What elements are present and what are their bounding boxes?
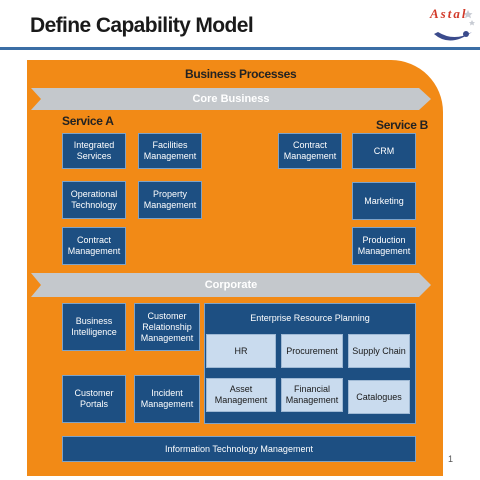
operational-technology-box: Operational Technology (62, 181, 126, 219)
catalogues-module: Catalogues (348, 380, 410, 414)
erp-title: Enterprise Resource Planning (250, 313, 370, 323)
title-divider (0, 47, 480, 50)
service-a-heading: Service A (62, 114, 114, 128)
business-processes-heading: Business Processes (185, 67, 297, 81)
contract-management-a-box: Contract Management (62, 227, 126, 265)
crm-corporate-box: Customer Relationship Management (134, 303, 200, 351)
hr-module: HR (206, 334, 276, 368)
integrated-services-box: Integrated Services (62, 133, 126, 169)
incident-management-box: Incident Management (134, 375, 200, 423)
production-management-box: Production Management (352, 227, 416, 265)
supply-chain-module: Supply Chain (348, 334, 410, 368)
corporate-band: Corporate (31, 273, 431, 297)
page-number: 1 (448, 454, 454, 464)
facilities-management-box: Facilities Management (138, 133, 202, 169)
slide-title: Define Capability Model (30, 14, 254, 37)
asset-management-module: Asset Management (206, 378, 276, 412)
property-management-box: Property Management (138, 181, 202, 219)
marketing-box: Marketing (352, 182, 416, 220)
business-intelligence-box: Business Intelligence (62, 303, 126, 351)
core-business-band: Core Business (31, 88, 431, 110)
crm-box: CRM (352, 133, 416, 169)
logo-text: Astal (430, 6, 468, 21)
information-technology-management-box: Information Technology Management (62, 436, 416, 462)
contract-management-b-box: Contract Management (278, 133, 342, 169)
procurement-module: Procurement (281, 334, 343, 368)
astal-logo-icon (434, 10, 475, 41)
service-b-heading: Service B (376, 118, 429, 132)
customer-portals-box: Customer Portals (62, 375, 126, 423)
financial-management-module: Financial Management (281, 378, 343, 412)
